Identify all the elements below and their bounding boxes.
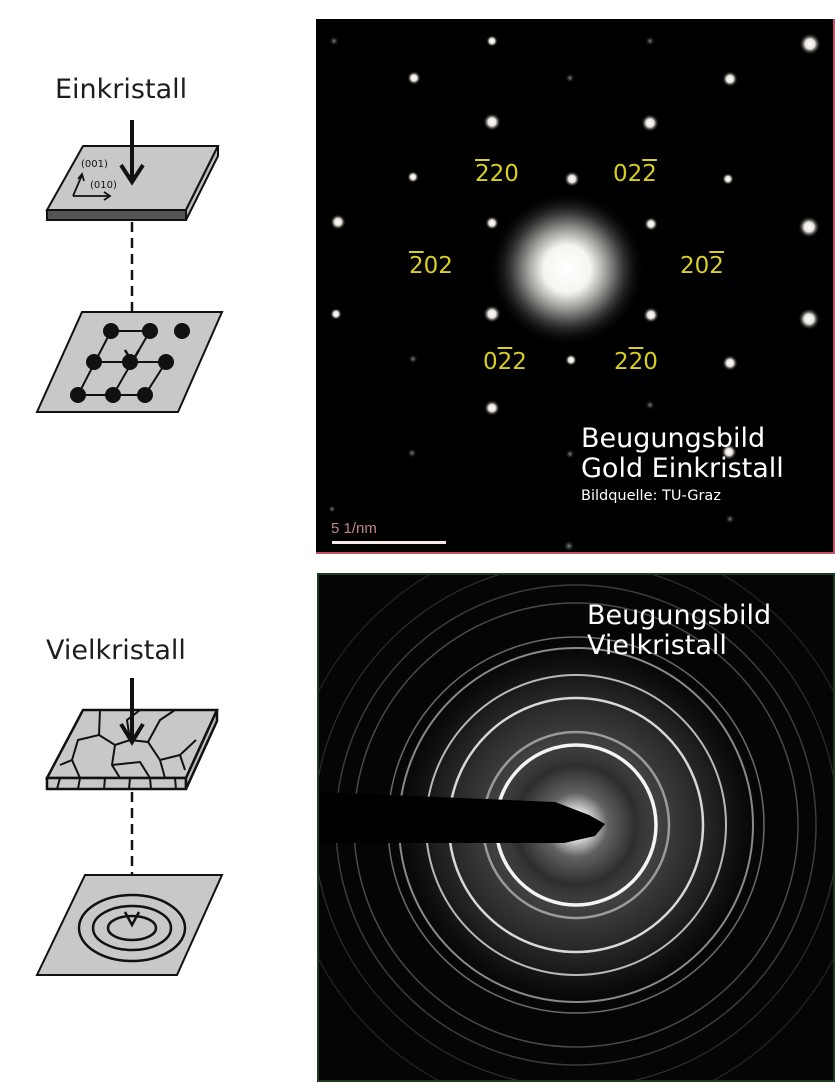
beam-arrow-icon — [119, 120, 145, 186]
top-caption-line1: Beugungsbild — [581, 423, 766, 454]
diffraction-rings-icon — [77, 893, 187, 963]
axis-label-010: (010) — [90, 180, 117, 191]
scale-label: 5 1/nm — [331, 520, 377, 537]
single-crystal-title: Einkristall — [55, 74, 188, 105]
polycrystal-diffraction-image: Beugungsbild Vielkristall — [317, 573, 835, 1082]
single-crystal-diffraction-image: 220 022 202 202 022 220 Beugungsbild Gol… — [316, 19, 835, 554]
top-caption: Beugungsbild Gold Einkristall Bildquelle… — [581, 423, 784, 505]
single-crystal-schematic: (001) (010) — [35, 120, 224, 413]
screen-plane-icon — [35, 874, 224, 976]
spot-lattice-icon — [70, 323, 190, 403]
axes-icon — [72, 172, 112, 201]
miller-index-upper-left: 220 — [475, 161, 519, 187]
axis-label-001: (001) — [81, 159, 108, 170]
polycrystal-slab-icon — [44, 708, 219, 791]
image-source: Bildquelle: TU-Graz — [581, 488, 721, 505]
miller-index-upper-right: 022 — [613, 161, 657, 187]
polycrystal-title: Vielkristall — [46, 635, 186, 666]
diffraction-spots — [328, 33, 821, 552]
bottom-caption: Beugungsbild Vielkristall — [587, 600, 772, 662]
scale-bar — [332, 541, 446, 544]
beam-arrow-icon — [119, 678, 145, 746]
top-caption-line2: Gold Einkristall — [581, 453, 784, 485]
miller-index-lower-right: 220 — [614, 349, 658, 375]
miller-index-left: 202 — [409, 253, 453, 279]
beam-stop — [319, 792, 605, 843]
diffraction-rings — [319, 575, 833, 1080]
miller-index-lower-left: 022 — [483, 349, 527, 375]
miller-index-right: 202 — [680, 253, 724, 279]
bottom-caption-line1: Beugungsbild — [587, 600, 772, 631]
bottom-caption-line2: Vielkristall — [587, 630, 727, 662]
polycrystal-schematic — [35, 678, 224, 976]
